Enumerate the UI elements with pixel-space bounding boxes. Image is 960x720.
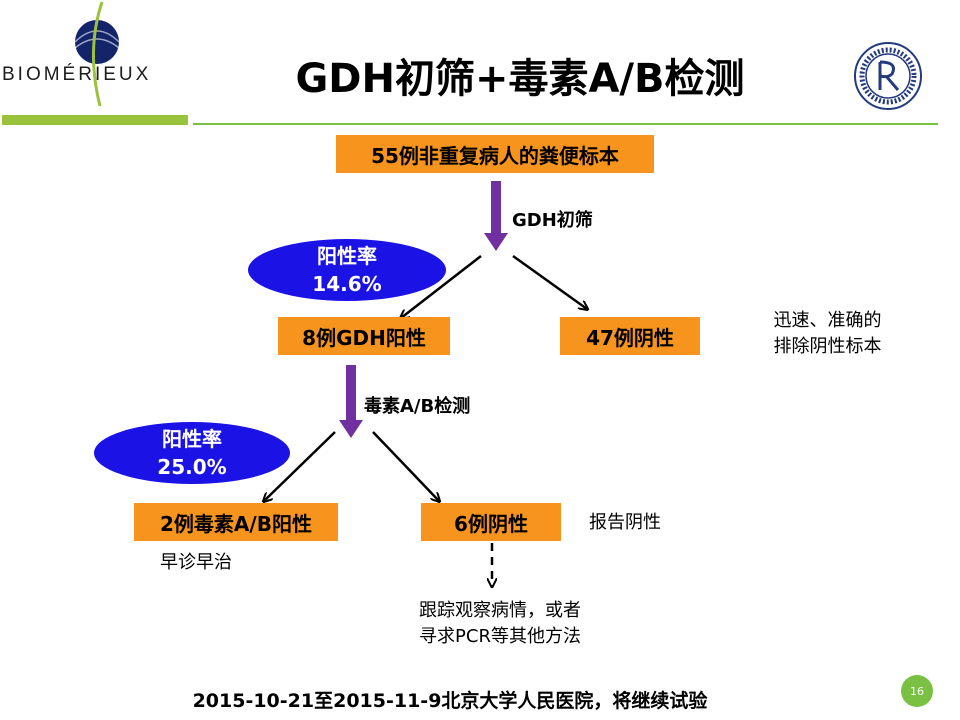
toxin-positive-box: 2例毒素A/B阳性	[134, 503, 338, 541]
followup-note: 跟踪观察病情，或者 寻求PCR等其他方法	[380, 598, 620, 650]
followup-note-line1: 跟踪观察病情，或者	[419, 600, 581, 621]
gdh-positive-box: 8例GDH阳性	[278, 317, 450, 355]
page-number-badge: 16	[901, 675, 933, 707]
purple-arrow-1	[484, 181, 508, 251]
biomerieux-globe-icon	[74, 1, 120, 107]
start-sample-box: 55例非重复病人的粪便标本	[336, 135, 654, 173]
gdh-negative-box: 47例阴性	[560, 317, 700, 355]
hospital-seal-icon	[854, 42, 922, 110]
arrow-to-toxin-positive	[264, 431, 336, 501]
gdh-negative-note-line2: 排除阴性标本	[773, 336, 882, 357]
step2-rate-value: 25.0%	[157, 455, 227, 479]
header-green-bar	[2, 115, 188, 125]
footer-text: 2015-10-21至2015-11-9北京大学人民医院，将继续试验	[192, 690, 708, 712]
header-decoration	[2, 1, 938, 125]
arrow-to-gdh-positive	[401, 255, 482, 318]
step2-rate-ellipse: 阳性率 25.0%	[94, 422, 290, 484]
followup-note-line2: 寻求PCR等其他方法	[419, 626, 581, 647]
toxin-negative-box: 6例阴性	[421, 503, 561, 541]
gdh-negative-note: 迅速、准确的 排除阴性标本	[755, 308, 900, 360]
step2-label: 毒素A/B检测	[364, 396, 471, 417]
purple-arrow-2	[339, 365, 363, 438]
arrow-to-toxin-negative	[372, 431, 439, 501]
page-title: GDH初筛+毒素A/B检测	[295, 56, 745, 102]
step1-rate-value: 14.6%	[312, 272, 382, 296]
toxin-negative-note: 报告阴性	[589, 512, 661, 533]
step1-rate-ellipse: 阳性率 14.6%	[248, 239, 446, 301]
step2-rate-label: 阳性率	[162, 427, 222, 451]
gdh-negative-note-line1: 迅速、准确的	[773, 310, 882, 331]
arrow-to-gdh-negative	[512, 254, 587, 309]
step1-label: GDH初筛	[512, 210, 593, 231]
step1-rate-label: 阳性率	[317, 244, 377, 268]
toxin-positive-note: 早诊早治	[160, 552, 232, 573]
biomerieux-logo-text: BIOMÉRIEUX	[2, 64, 152, 85]
